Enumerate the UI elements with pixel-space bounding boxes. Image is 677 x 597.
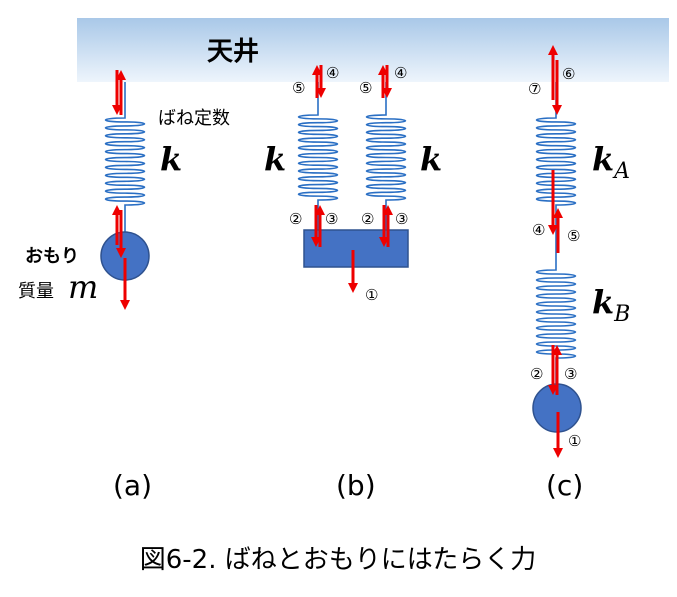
num-b-right-3: ③ — [395, 210, 408, 228]
num-c-3: ③ — [564, 365, 577, 383]
spring-b-right — [365, 82, 407, 230]
num-c-4: ④ — [532, 221, 545, 239]
arrow-c-top-up-head — [548, 45, 558, 55]
num-c-2: ② — [530, 365, 543, 383]
kA-subscript: A — [612, 159, 630, 184]
num-b-left-5: ⑤ — [292, 79, 305, 97]
panel-a: ばね定数 k おもり 質量 m (a) — [18, 70, 230, 502]
panel-c: kA kB ⑦ ⑥ ④ ⑤ ② ③ ① (c) — [528, 45, 630, 502]
ceiling — [77, 18, 669, 82]
num-b-left-3: ③ — [325, 210, 338, 228]
kA-symbol: kA — [592, 140, 630, 184]
k-symbol-b-left: k — [264, 140, 286, 178]
force-arrows-c — [548, 45, 563, 458]
caption-a: (a) — [113, 469, 152, 502]
num-c-5: ⑤ — [567, 227, 580, 245]
k-symbol-b-right: k — [420, 140, 442, 178]
kB-subscript: B — [613, 302, 630, 327]
arrow-b-block-down-head — [348, 283, 358, 293]
ceiling-label: 天井 — [207, 37, 259, 67]
caption-b: (b) — [336, 469, 376, 502]
k-symbol-a: k — [160, 140, 182, 178]
arrow-c-low-up-head — [552, 345, 562, 355]
num-c-7: ⑦ — [528, 80, 541, 98]
caption-c: (c) — [546, 469, 583, 502]
mass-label: 質量 — [18, 281, 54, 302]
num-b-left-2: ② — [289, 210, 302, 228]
arrow-b-left-down-head — [316, 88, 326, 98]
arrow-c-weight-down-head — [553, 448, 563, 458]
num-b-1: ① — [365, 286, 378, 304]
arrow-c-mid-up-head — [553, 208, 563, 218]
arrow-a-down-mid-head — [116, 248, 126, 258]
num-b-right-5: ⑤ — [359, 79, 372, 97]
num-c-1: ① — [568, 432, 581, 450]
weight-label: おもり — [25, 246, 79, 267]
panel-b: k k ⑤ ④ ⑤ ④ ② ③ ② ③ ① (b) — [264, 64, 442, 502]
spring-a — [104, 82, 146, 232]
num-c-6: ⑥ — [562, 65, 575, 83]
num-b-right-2: ② — [361, 210, 374, 228]
force-arrows-b — [311, 65, 393, 293]
num-b-left-4: ④ — [326, 64, 339, 82]
mass-symbol: m — [68, 268, 98, 306]
arrow-b-right-down-head — [382, 88, 392, 98]
arrow-a-up-mid-head — [112, 205, 122, 215]
figure-caption: 図6-2. ばねとおもりにはたらく力 — [140, 545, 536, 575]
arrow-a-down-top-head — [112, 105, 122, 115]
arrow-a-weight-down-head — [120, 300, 130, 310]
arrow-b-left-lower-up-head — [315, 205, 325, 215]
spring-constant-label: ばね定数 — [158, 108, 230, 129]
arrow-c-top-down-head — [552, 105, 562, 115]
num-b-right-4: ④ — [394, 64, 407, 82]
spring-c-upper — [535, 82, 577, 265]
spring-c-lower — [535, 265, 577, 384]
arrow-c-mid-down-head — [548, 225, 558, 235]
arrow-b-right-lower-up-head — [383, 205, 393, 215]
spring-b-left — [297, 82, 339, 230]
force-arrows-a — [112, 70, 130, 310]
kB-symbol: kB — [592, 283, 630, 327]
